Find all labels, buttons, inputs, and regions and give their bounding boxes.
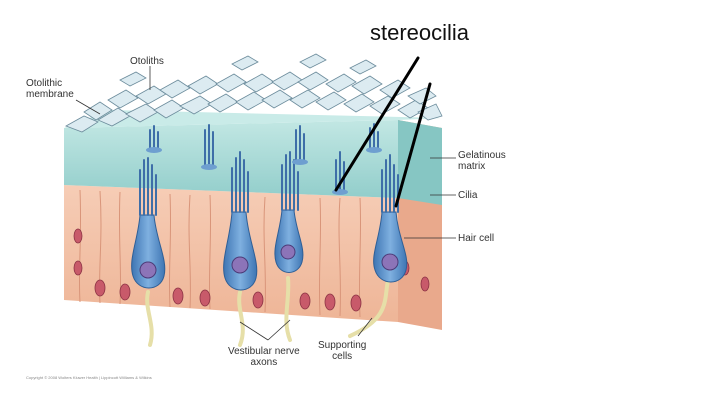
label-hair-cell: Hair cell (458, 233, 494, 244)
matrix-side-face (398, 120, 442, 205)
label-gelatinous-matrix: Gelatinous matrix (458, 150, 506, 172)
copyright-credit: Copyright © 2008 Wolters Kluwer Health |… (26, 375, 152, 380)
label-otoliths: Otoliths (130, 56, 164, 67)
label-supporting-cells: Supporting cells (318, 340, 366, 362)
label-vestibular-nerve-axons: Vestibular nerve axons (228, 346, 300, 368)
label-otolithic-membrane: Otolithic membrane (26, 78, 74, 100)
slide-title: stereocilia (370, 20, 469, 46)
label-cilia: Cilia (458, 190, 477, 201)
